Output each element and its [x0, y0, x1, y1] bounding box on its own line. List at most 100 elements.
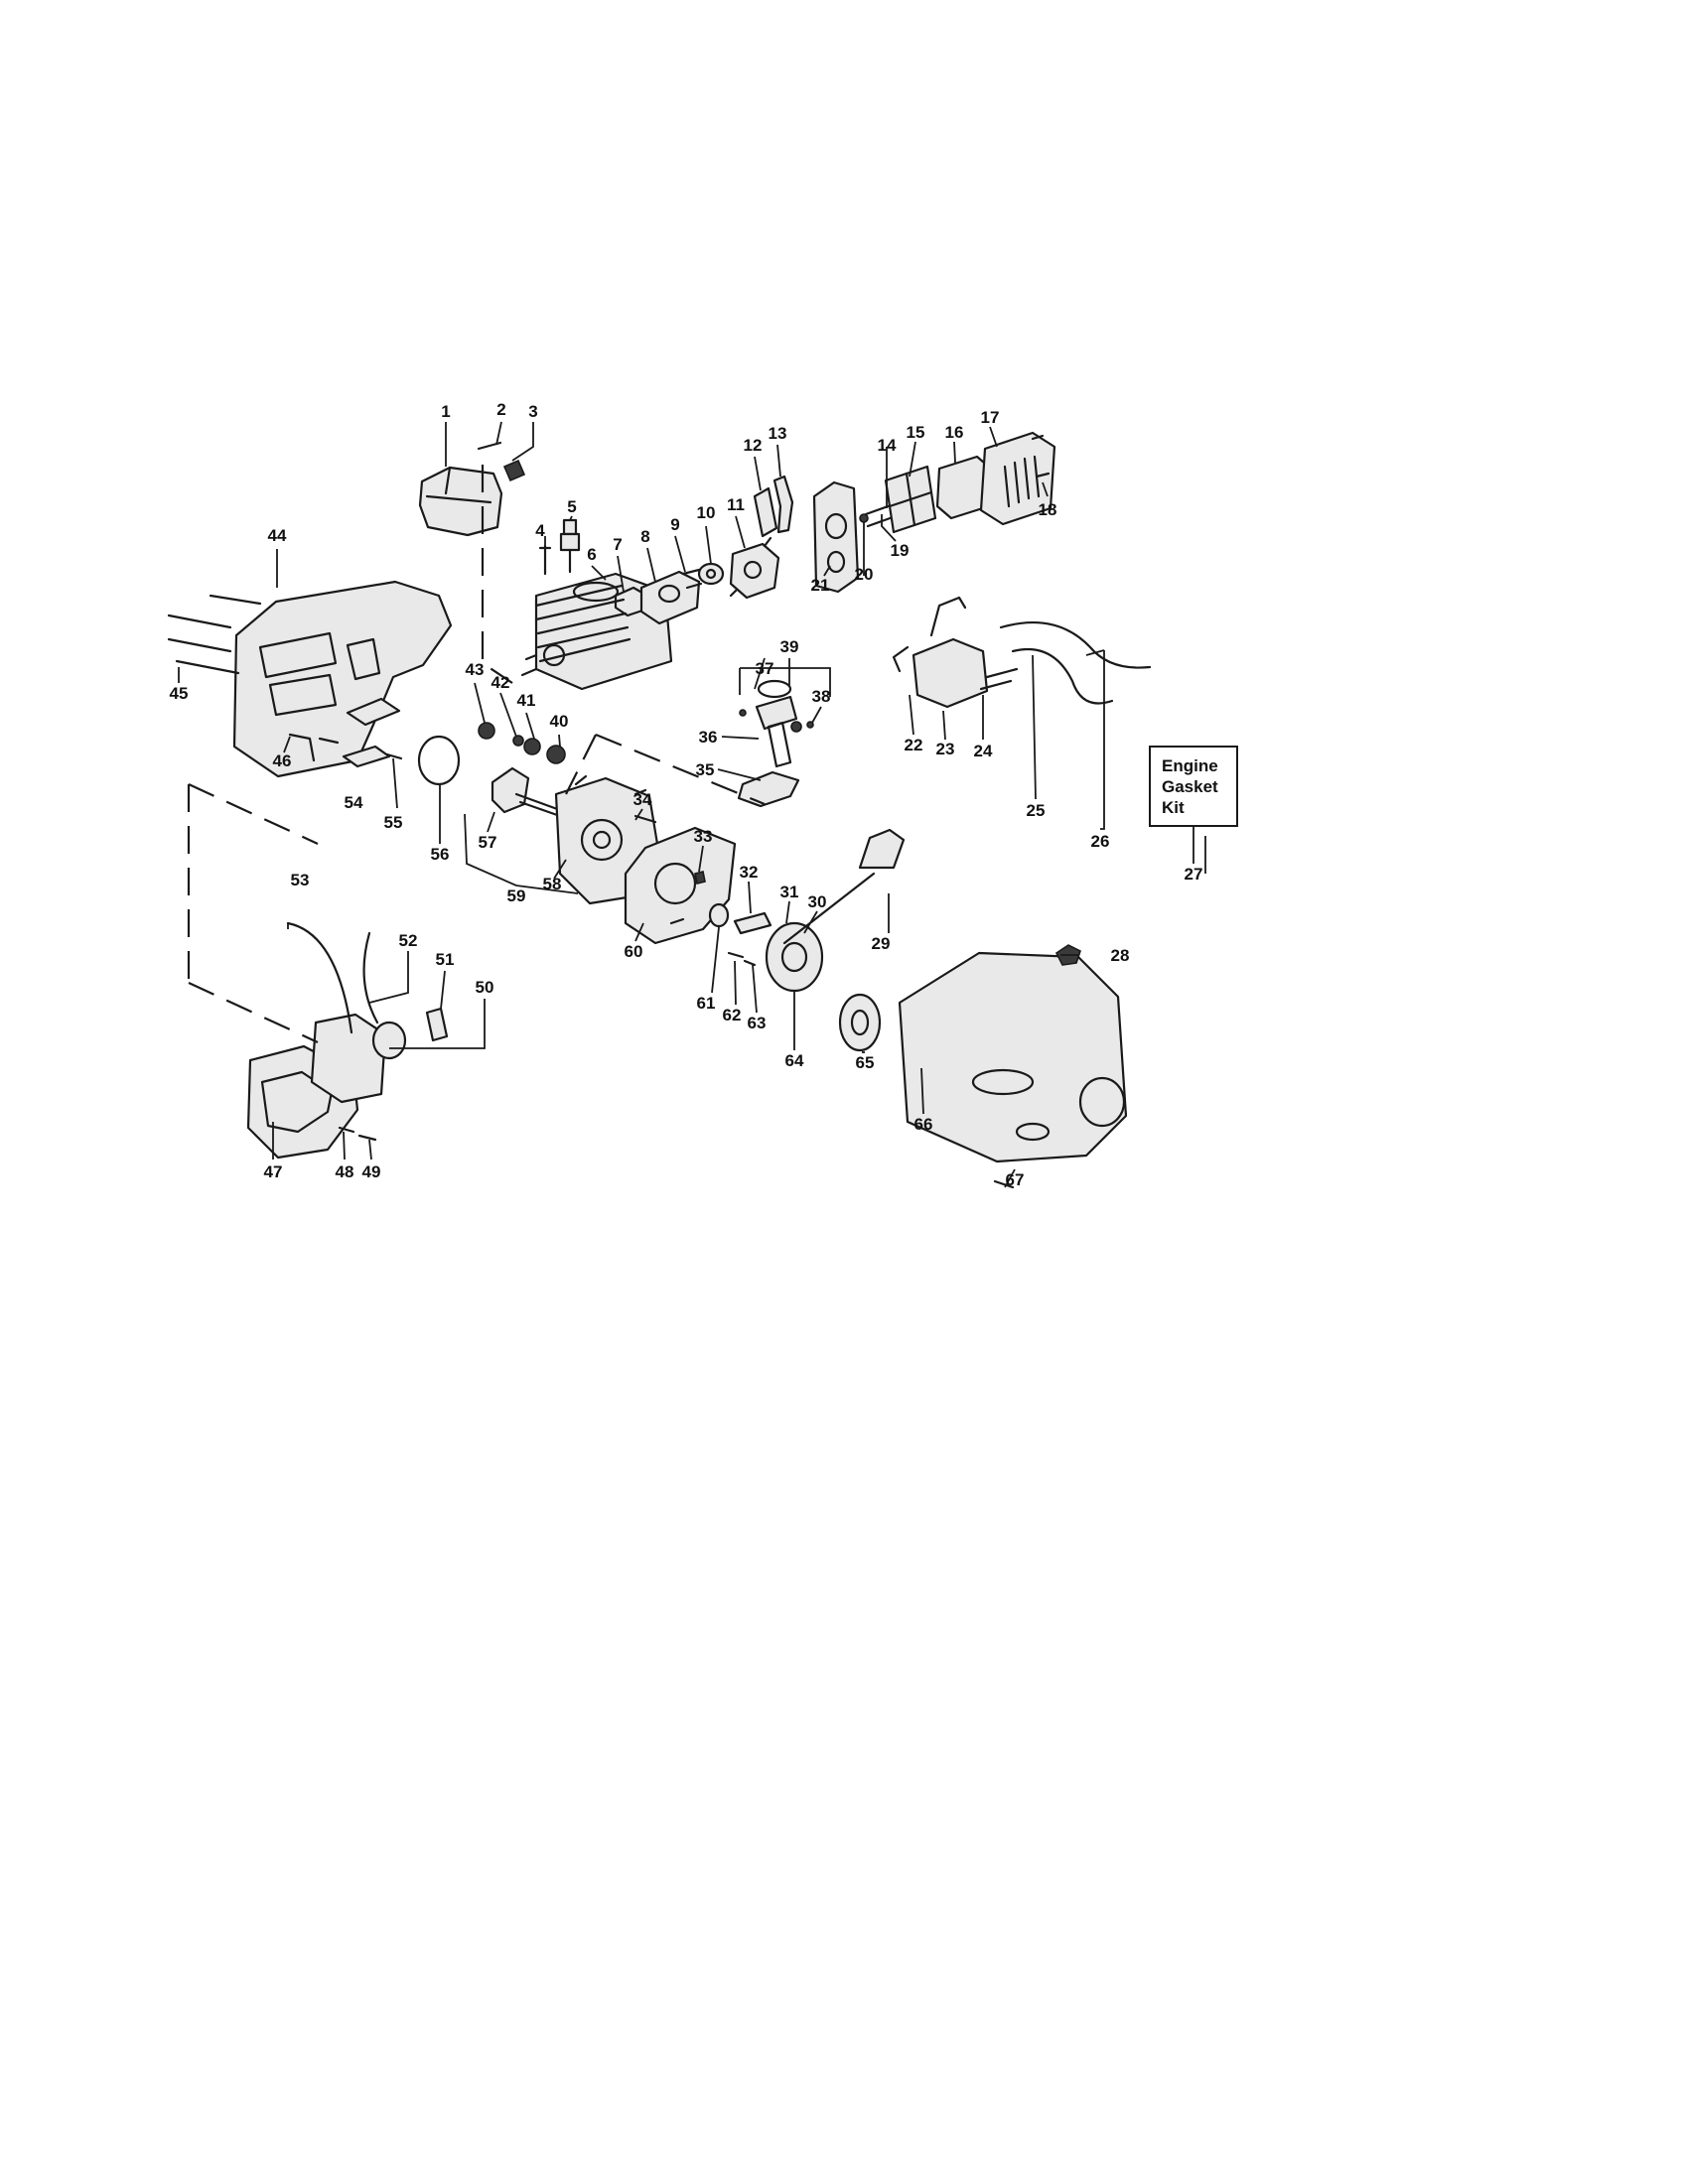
- part-66-engine-cover: [898, 951, 1128, 1163]
- callout-47: 47: [264, 1162, 283, 1181]
- part-46-bracket: [288, 733, 340, 762]
- callout-19: 19: [891, 541, 910, 560]
- kit-label-line3: Kit: [1162, 798, 1185, 817]
- dashed-guide-left: [187, 783, 319, 1043]
- part-3-spring: [502, 459, 526, 482]
- part-9-screws: [681, 568, 703, 590]
- dashed-guide-cylinder: [481, 465, 513, 684]
- callout-23: 23: [936, 740, 955, 758]
- part-26-fuel-line: [999, 621, 1152, 669]
- callout-3: 3: [528, 402, 537, 421]
- callout-31: 31: [780, 883, 799, 901]
- callout-35: 35: [696, 760, 715, 779]
- part-44-muffler-shield: [232, 580, 453, 778]
- part-64-pulley: [765, 921, 824, 993]
- callout-65: 65: [856, 1053, 875, 1072]
- part-29-handle: [858, 828, 906, 870]
- kit-label-line2: Gasket: [1162, 777, 1218, 796]
- callout-57: 57: [479, 833, 497, 852]
- part-62-63-fasteners: [727, 951, 757, 967]
- callout-25: 25: [1027, 801, 1046, 820]
- part-65-starter-spring: [838, 993, 882, 1052]
- part-53-hose: [286, 921, 353, 1034]
- part-56-o-ring: [417, 735, 461, 786]
- part-12-plate: [753, 486, 778, 538]
- callout-49: 49: [362, 1162, 381, 1181]
- callout-38: 38: [812, 687, 831, 706]
- callout-43: 43: [466, 660, 485, 679]
- callout-4: 4: [535, 521, 545, 540]
- callout-54: 54: [345, 793, 363, 812]
- part-15-filter-grid: [884, 465, 937, 534]
- callout-28: 28: [1111, 946, 1130, 965]
- callout-58: 58: [543, 875, 562, 893]
- callout-50: 50: [476, 978, 494, 997]
- part-57-crankshaft: [491, 766, 562, 818]
- part-33-clip: [694, 871, 706, 885]
- callout-60: 60: [625, 942, 643, 961]
- callout-40: 40: [550, 712, 569, 731]
- callout-37: 37: [756, 659, 774, 678]
- callout-61: 61: [697, 994, 716, 1013]
- callout-13: 13: [769, 424, 787, 443]
- part-8-insulator: [639, 570, 701, 625]
- part-32-shaft: [733, 911, 772, 935]
- callout-45: 45: [170, 684, 189, 703]
- callout-14: 14: [878, 436, 897, 455]
- dashed-guide-crankcase: [565, 733, 766, 806]
- part-52-hose: [362, 931, 379, 1024]
- callout-44: 44: [268, 526, 287, 545]
- part-21-filter-base: [812, 480, 860, 594]
- callout-64: 64: [785, 1051, 804, 1070]
- callout-33: 33: [694, 827, 713, 846]
- part-30-rope: [782, 872, 876, 945]
- callout-15: 15: [907, 423, 925, 442]
- callout-6: 6: [587, 545, 596, 564]
- callout-67: 67: [1006, 1170, 1025, 1189]
- part-34-screw: [633, 814, 657, 824]
- part-11-carburetor: [729, 536, 780, 600]
- part-25-fuel-line: [1011, 647, 1114, 705]
- part-6-cylinder: [520, 572, 673, 691]
- callout-63: 63: [748, 1014, 767, 1032]
- part-1-plug-boot: [418, 466, 503, 537]
- part-36-piston-assembly: [739, 679, 814, 768]
- part-10-gasket: [697, 562, 725, 586]
- part-45-bolts: [167, 594, 262, 675]
- part-48-49-screws: [338, 1126, 377, 1142]
- part-35-gasket: [737, 770, 800, 808]
- callout-56: 56: [431, 845, 450, 864]
- callout-66: 66: [914, 1115, 933, 1134]
- part-55-screw: [385, 752, 403, 760]
- leader-lines: [178, 421, 1206, 1188]
- part-61-washer: [708, 902, 730, 928]
- callout-8: 8: [640, 527, 649, 546]
- part-5-spark-plug: [559, 518, 581, 574]
- callout-9: 9: [670, 515, 679, 534]
- callout-51: 51: [436, 950, 455, 969]
- callout-53: 53: [291, 871, 310, 889]
- callout-26: 26: [1091, 832, 1110, 851]
- callout-34: 34: [633, 790, 652, 809]
- callout-30: 30: [808, 892, 827, 911]
- callout-59: 59: [507, 887, 526, 905]
- callout-16: 16: [945, 423, 964, 442]
- callout-62: 62: [723, 1006, 742, 1024]
- callout-11: 11: [727, 495, 745, 514]
- part-50-fuel-tank: [310, 1013, 407, 1104]
- callout-27: 27: [1185, 865, 1203, 884]
- callout-10: 10: [697, 503, 716, 522]
- callout-5: 5: [567, 497, 576, 516]
- part-23-ignition-module: [892, 596, 1019, 709]
- callout-22: 22: [905, 736, 923, 754]
- engine-gasket-kit-box: Engine Gasket Kit: [1149, 746, 1238, 864]
- callout-36: 36: [699, 728, 718, 747]
- part-13-lever: [772, 475, 794, 534]
- callout-1: 1: [441, 402, 450, 421]
- callout-24: 24: [974, 742, 993, 760]
- callout-42: 42: [491, 673, 510, 692]
- callout-labels: 1 2 3 4 5 6 7 8 9 10 11 12 13 14 15 16 1…: [170, 400, 1203, 1189]
- part-20-washer: [859, 513, 869, 523]
- callout-41: 41: [517, 691, 536, 710]
